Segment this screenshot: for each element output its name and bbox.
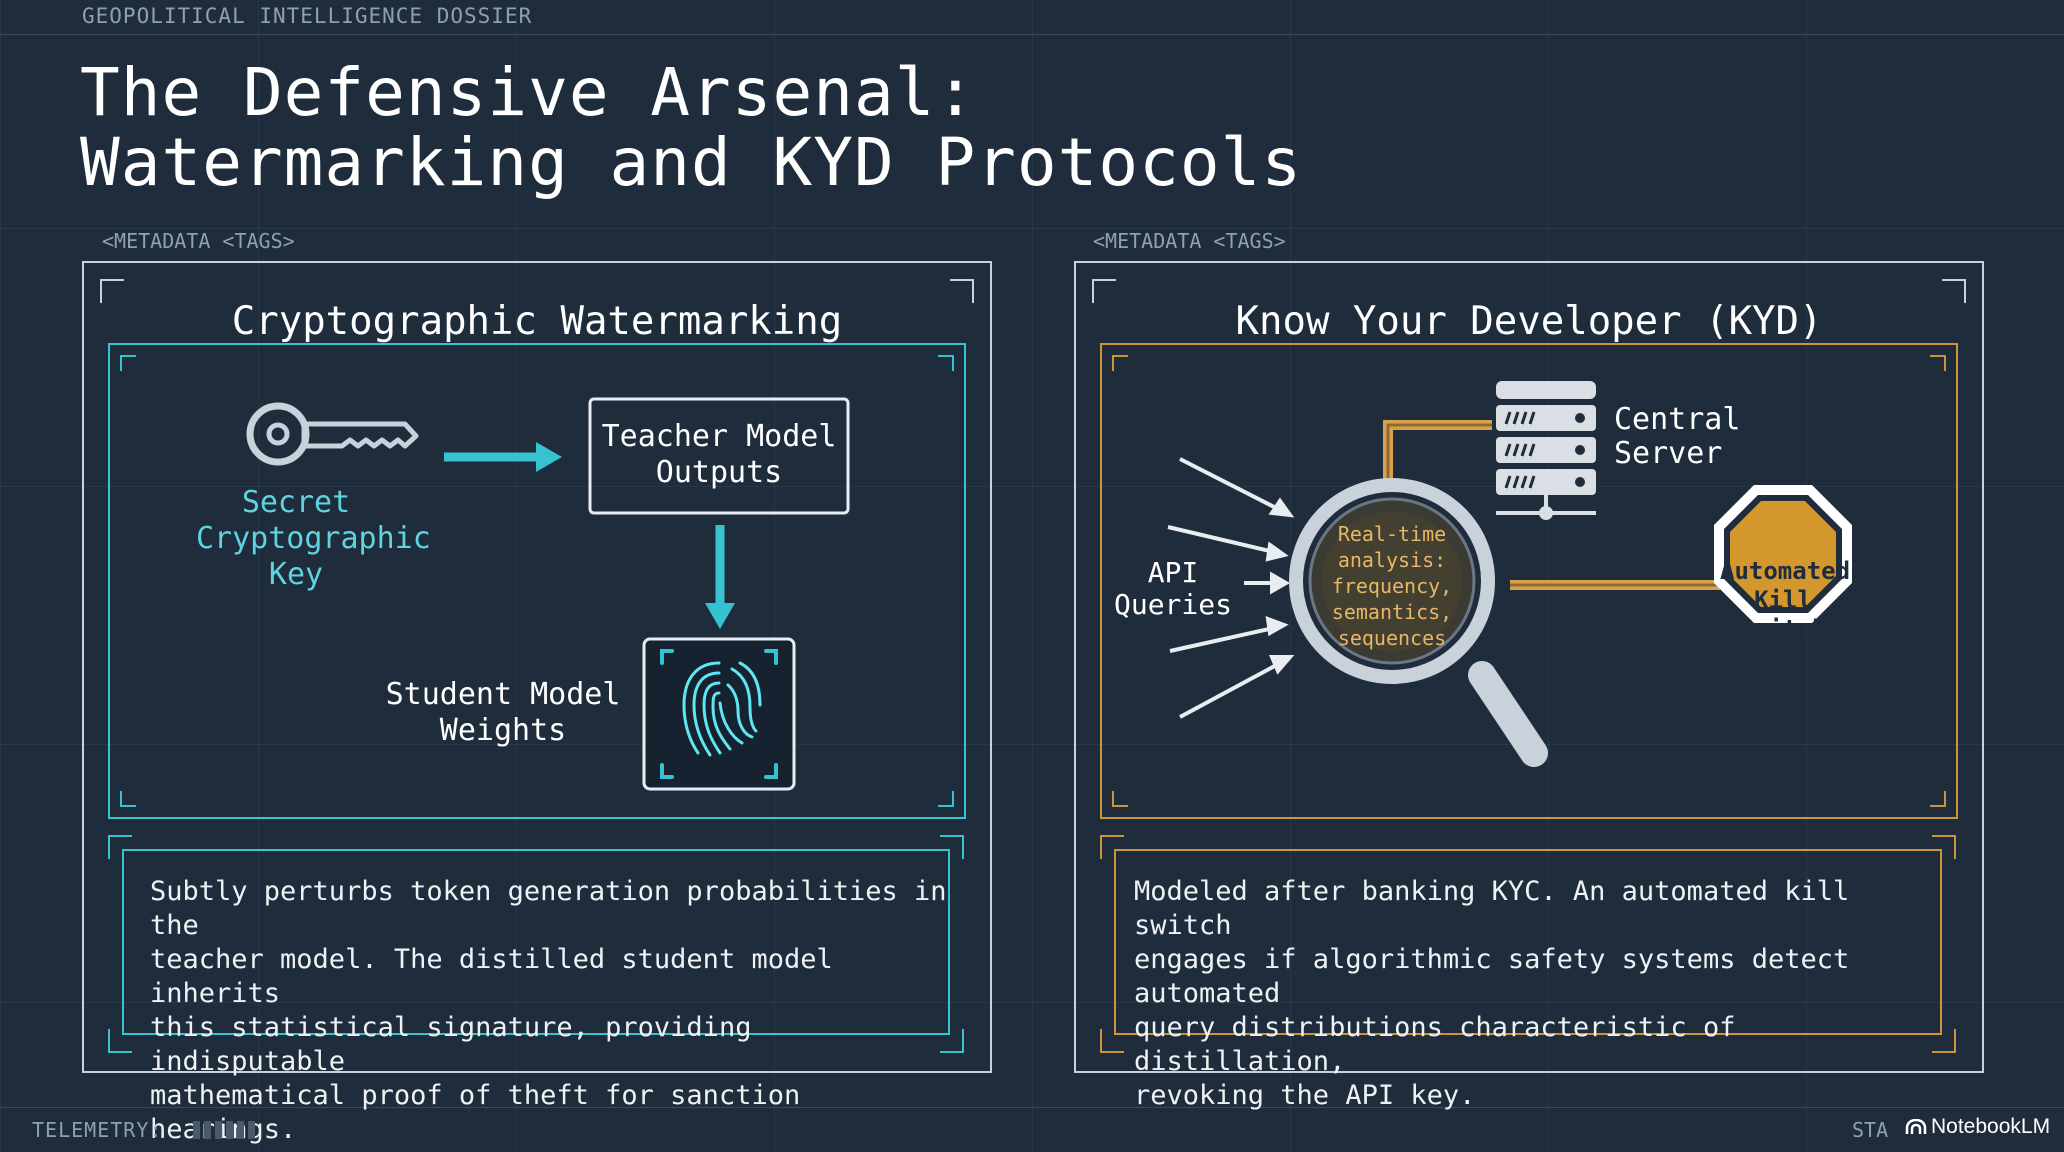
description-line: mathematical proof of theft for sanction… <box>150 1080 801 1145</box>
page-title: The Defensive Arsenal: Watermarking and … <box>80 58 1302 198</box>
student-model-label: Student Model Weights <box>378 677 628 749</box>
lens-analysis-line: Real-time <box>1337 522 1447 546</box>
lens-analysis-line: semantics, <box>1331 600 1453 624</box>
description-line: query distributions characteristic of di… <box>1134 1012 1736 1077</box>
watermarking-panel: Cryptographic Watermarking <box>82 261 992 1145</box>
corner-bracket <box>1930 791 1946 807</box>
student-model-label-line: Student Model <box>385 677 621 712</box>
fingerprint-icon <box>660 649 778 779</box>
corner-bracket <box>940 835 964 859</box>
student-weights-box <box>642 637 796 791</box>
corner-bracket <box>100 279 124 303</box>
teacher-model-label-line: Outputs <box>655 455 783 490</box>
server-connector <box>1386 423 1492 481</box>
watermarking-description: Subtly perturbs token generation probabi… <box>150 875 948 1147</box>
central-server-label-line: Central <box>1614 402 1741 437</box>
kyd-panel: Know Your Developer (KYD) <box>1074 261 1984 1111</box>
corner-bracket <box>940 1029 964 1053</box>
api-query-arrows <box>1167 457 1295 719</box>
server-icon <box>1496 381 1596 520</box>
corner-bracket <box>1112 355 1128 371</box>
student-model-label-line: Weights <box>439 713 567 748</box>
description-line: Modeled after banking KYC. An automated … <box>1134 876 1850 941</box>
notebooklm-logo-icon <box>1905 1118 1927 1134</box>
secret-key-label-line: Secret <box>241 485 351 520</box>
arrow-teacher-to-student <box>705 525 735 629</box>
description-line: this statistical signature, providing in… <box>150 1012 752 1077</box>
description-line: teacher model. The distilled student mod… <box>150 944 833 1009</box>
api-queries-label: API Queries <box>1108 557 1238 621</box>
corner-bracket <box>1100 835 1124 859</box>
lens-analysis-text: Real-time analysis: frequency, semantics… <box>1312 521 1472 651</box>
telemetry-indicator: TELEMETRY: <box>32 1118 259 1144</box>
secret-key-label: Secret Cryptographic Key <box>196 485 431 593</box>
lens-analysis-line: analysis: <box>1337 548 1447 572</box>
kill-switch-label: Automated Kill Switch <box>1720 557 1851 644</box>
teacher-model-box <box>588 397 850 515</box>
kyd-description-box: Modeled after banking KYC. An automated … <box>1114 849 1942 1111</box>
corner-bracket <box>1932 835 1956 859</box>
description-line: Subtly perturbs token generation probabi… <box>150 876 947 941</box>
kyd-description: Modeled after banking KYC. An automated … <box>1134 875 1940 1113</box>
telemetry-label: TELEMETRY: <box>32 1118 163 1142</box>
watermarking-flow-svg <box>246 397 850 791</box>
footer-rule <box>0 1107 2064 1108</box>
telemetry-bars <box>193 1120 259 1144</box>
notebooklm-brand: NotebookLM <box>1931 1115 2051 1138</box>
corner-bracket <box>938 355 954 371</box>
watermarking-description-box: Subtly perturbs token generation probabi… <box>122 849 950 1145</box>
stop-sign-icon <box>1714 485 1852 623</box>
kyd-title: Know Your Developer (KYD) <box>1235 299 1823 344</box>
corner-bracket <box>120 355 136 371</box>
api-queries-label-line: Queries <box>1113 588 1232 621</box>
lens-analysis-line: frequency, <box>1331 574 1453 598</box>
corner-bracket <box>120 791 136 807</box>
corner-bracket <box>1932 1029 1956 1053</box>
corner-bracket <box>938 791 954 807</box>
central-server-label-line: Server <box>1614 436 1723 471</box>
description-line: engages if algorithmic safety systems de… <box>1134 944 1850 1009</box>
arrow-key-to-teacher <box>444 442 562 472</box>
watermarking-diagram: Secret Cryptographic Key Teacher Model O… <box>108 343 966 819</box>
secret-key-label-line: Cryptographic <box>196 521 431 556</box>
kill-switch-label-line: Kill Switch <box>1739 586 1827 643</box>
api-queries-label-line: API <box>1147 556 1199 589</box>
left-metadata-tag: <METADATA <TAGS> <box>102 229 295 253</box>
secret-key-label-line: Key <box>268 557 324 592</box>
kyd-diagram: API Queries Central Server Real-time ana… <box>1100 343 1958 819</box>
watermarking-title: Cryptographic Watermarking <box>231 299 843 344</box>
corner-bracket <box>108 835 132 859</box>
corner-bracket <box>1112 791 1128 807</box>
key-icon <box>246 402 419 466</box>
corner-bracket <box>1092 279 1116 303</box>
notebooklm-watermark: NotebookLM <box>1905 1115 2050 1139</box>
corner-bracket <box>950 279 974 303</box>
right-metadata-tag: <METADATA <TAGS> <box>1093 229 1286 253</box>
central-server-label: Central Server <box>1614 403 1740 471</box>
kill-switch-label-line: Automated <box>1720 557 1851 585</box>
kyd-flow-svg <box>1167 381 1852 767</box>
description-line: revoking the API key. <box>1134 1080 1476 1111</box>
dossier-label: GEOPOLITICAL INTELLIGENCE DOSSIER <box>82 4 533 28</box>
magnifier-icon <box>1289 478 1548 767</box>
corner-bracket <box>108 1029 132 1053</box>
corner-bracket <box>1100 1029 1124 1053</box>
page-title-line1: The Defensive Arsenal: <box>80 54 977 131</box>
server-connector <box>1383 420 1492 481</box>
page-title-line2: Watermarking and KYD Protocols <box>80 124 1303 201</box>
teacher-model-label: Teacher Model Outputs <box>590 419 848 491</box>
corner-bracket <box>1930 355 1946 371</box>
teacher-model-label-line: Teacher Model <box>601 419 837 454</box>
lens-analysis-line: sequences <box>1337 626 1447 650</box>
corner-bracket <box>1942 279 1966 303</box>
header-rule <box>0 34 2064 35</box>
status-label-partial: STA <box>1852 1118 1889 1142</box>
